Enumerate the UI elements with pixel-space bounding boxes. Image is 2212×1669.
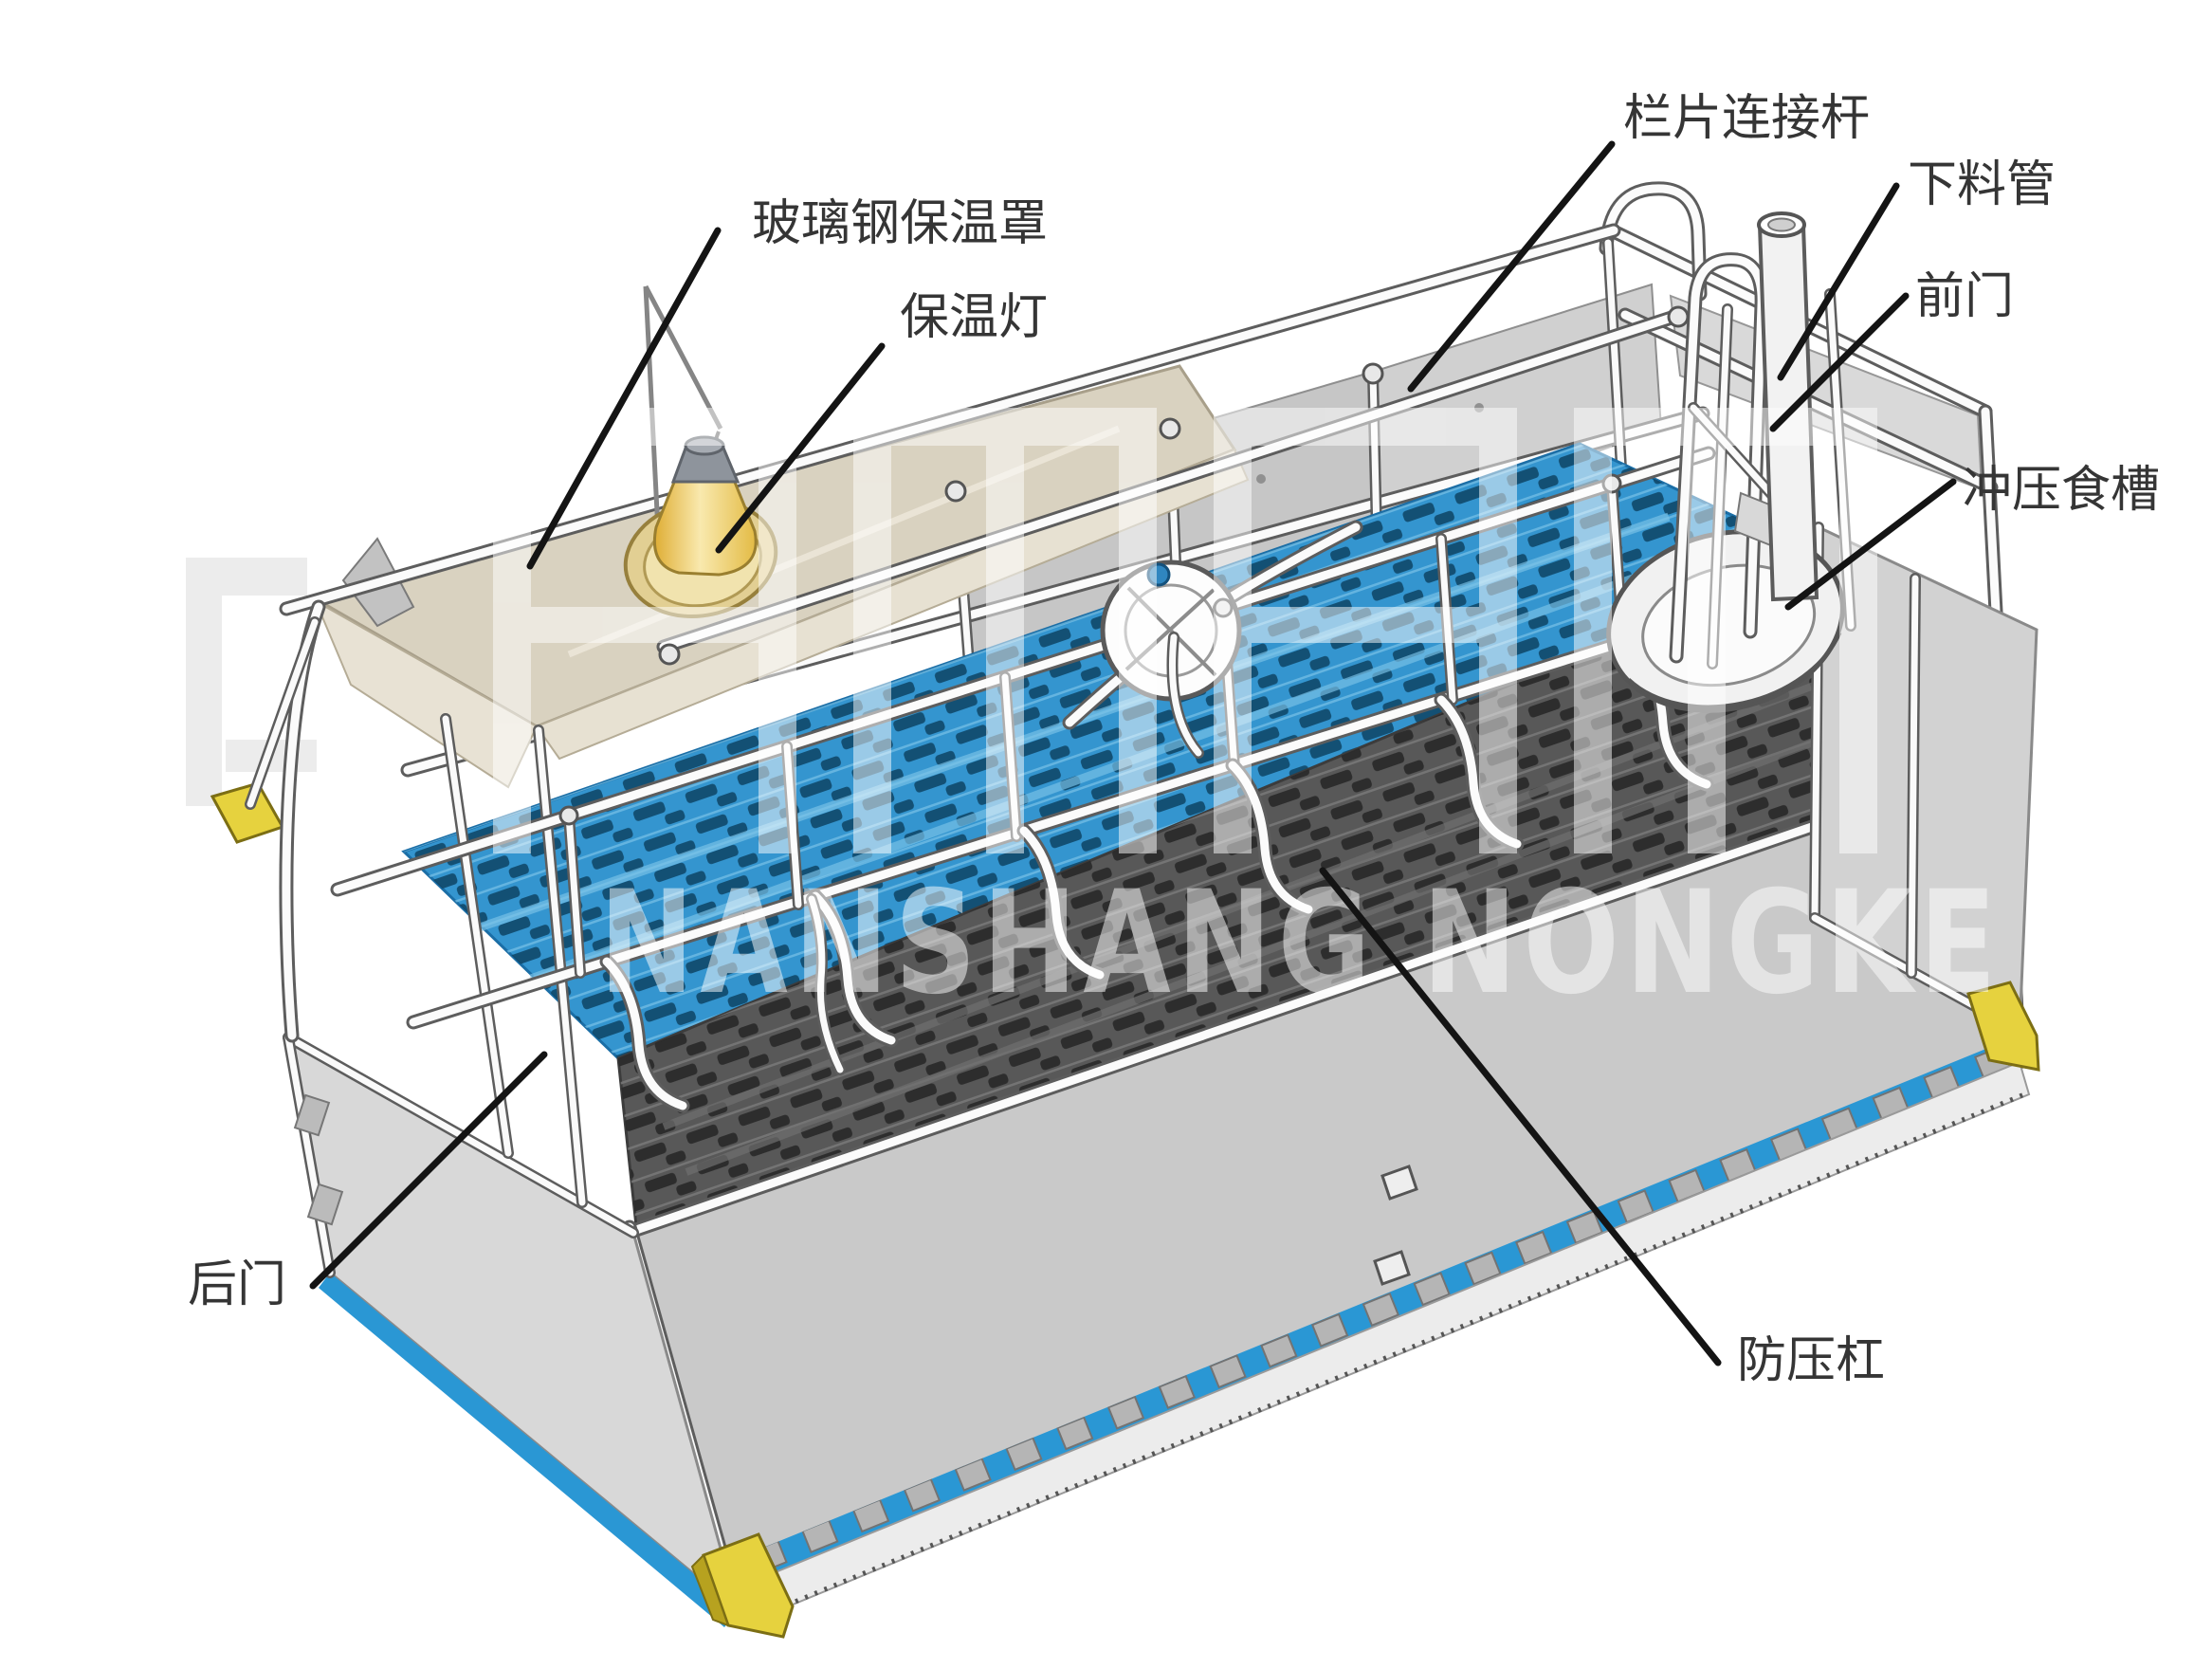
label-connecting-rod: 栏片连接杆 [1623, 90, 1870, 147]
label-feed-pipe: 下料管 [1908, 156, 2056, 213]
leader-front-door [1769, 292, 1910, 432]
foot-front-right [1966, 981, 2040, 1072]
corner-feet [210, 781, 2040, 1639]
leader-fiberglass-cover [526, 227, 722, 570]
leader-feed-pipe [1777, 182, 1900, 381]
leader-lines [309, 140, 1957, 1366]
leader-rear-door [309, 1051, 548, 1290]
leader-feed-trough [1784, 478, 1957, 611]
label-front-door: 前门 [1915, 268, 2014, 325]
label-heat-lamp: 保温灯 [900, 289, 1048, 346]
lamp-cone-icon [652, 478, 758, 577]
part-labels: 玻璃钢保温罩 保温灯 栏片连接杆 下料管 前门 冲压食槽 防压杠 后门 [188, 90, 2160, 1389]
label-feed-trough: 冲压食槽 [1963, 462, 2160, 519]
label-fiberglass-cover: 玻璃钢保温罩 [752, 195, 1048, 252]
label-anti-crush-bar: 防压杠 [1737, 1332, 1885, 1389]
leader-connecting-rod [1407, 140, 1616, 393]
watermark-text: NANSHANG NONGKE [599, 861, 2002, 1026]
leader-anti-crush-bar [1319, 867, 1722, 1366]
watermark-fragment [186, 558, 317, 806]
panel-clip [1380, 1165, 1418, 1201]
rear-door-blue-trim [319, 1273, 738, 1627]
anti-crush-bars [599, 633, 1714, 1113]
foot-rear-left [210, 781, 285, 844]
panel-clip [1373, 1250, 1411, 1286]
label-rear-door: 后门 [188, 1256, 286, 1313]
cast-iron-floor [616, 554, 1984, 1238]
front-side-panel [622, 762, 2031, 1629]
leader-heat-lamp [715, 342, 886, 554]
watermark-logo [493, 408, 1877, 853]
